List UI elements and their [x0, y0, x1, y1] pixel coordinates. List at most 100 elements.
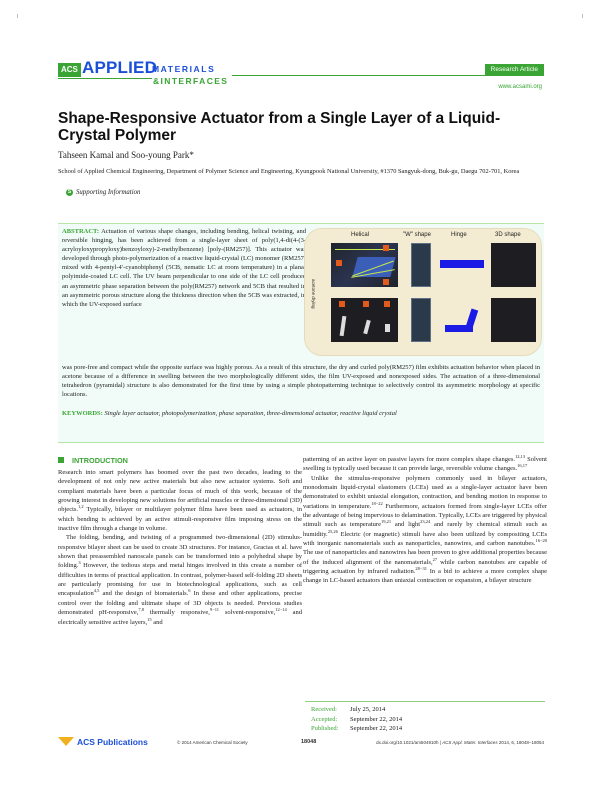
journal-abbrev: ACS Appl. Mater. Interfaces: [442, 740, 498, 745]
helical-photo-top: [331, 243, 398, 287]
citation[interactable]: 19,21: [380, 519, 392, 525]
p1-tail: Typically, bilayer or multilayer polymer…: [58, 506, 302, 533]
citation[interactable]: 12−14: [275, 607, 287, 613]
p2-mid6: and electrically sensitive active layers…: [58, 609, 302, 626]
citation[interactable]: 28−31: [415, 566, 427, 572]
citation[interactable]: 15: [147, 616, 152, 622]
p2-mid5: solvent-responsive,: [224, 609, 276, 617]
received-date: Received: July 25, 2014: [311, 705, 402, 715]
p2-mid: However, the tedious steps and metal hin…: [58, 562, 302, 598]
published-value: September 22, 2014: [350, 725, 403, 732]
p3-text: patterning of an active layer on passive…: [303, 456, 516, 463]
publisher-name: ACS Publications: [77, 737, 148, 747]
citation-info: 2014, 6, 18048−18054: [497, 740, 544, 745]
doi: dx.doi.org/10.1021/am504910h |: [376, 740, 443, 745]
dates-divider: [305, 701, 545, 702]
accepted-label: Accepted:: [311, 715, 338, 723]
label-tag: [384, 301, 390, 307]
header-divider: [232, 75, 542, 76]
w-shape-vial-top: [411, 243, 431, 287]
film-strip: [363, 319, 371, 335]
section-heading-text: INTRODUCTION: [72, 456, 128, 465]
intro-left-column: Research into smart polymers has boomed …: [58, 468, 302, 627]
page-footer: ACS Publications © 2014 American Chemica…: [58, 737, 544, 751]
section-heading-introduction: INTRODUCTION: [58, 456, 128, 465]
published-date: Published: September 22, 2014: [311, 724, 402, 734]
toc-graphic[interactable]: Helical "W" shape Hinge 3D shape acetone…: [304, 228, 542, 356]
label-tag: [383, 245, 389, 251]
p4-h: In a bid to achieve a more complex shape…: [303, 568, 547, 585]
article-title: Shape-Responsive Actuator from a Single …: [58, 110, 501, 144]
doi-citation[interactable]: dx.doi.org/10.1021/am504910h | ACS Appl.…: [376, 740, 544, 745]
p2-text: The folding, bending, and twisting of a …: [58, 534, 302, 570]
citation[interactable]: 27: [432, 556, 438, 562]
citation[interactable]: 6: [188, 588, 191, 594]
abstract-body-1: Actuation of various shape changes, incl…: [62, 228, 306, 308]
toc-side-label: acetone drying: [311, 279, 316, 309]
p2-end: and: [153, 618, 163, 626]
citation[interactable]: 1,2: [78, 504, 84, 510]
copyright: © 2014 American Chemical Society: [177, 740, 248, 745]
3d-shape-photo-top: [491, 243, 536, 287]
citation[interactable]: 16,17: [517, 463, 528, 469]
toc-label-w-shape: "W" shape: [403, 232, 431, 238]
p4-a: Unlike the stimulus-responsive polymers …: [303, 474, 547, 510]
abstract-label: ABSTRACT:: [62, 228, 100, 235]
guide-line: [335, 249, 395, 250]
supporting-info-label: Supporting Information: [76, 189, 141, 197]
intro-paragraph-2: The folding, bending, and twisting of a …: [58, 533, 302, 626]
publication-dates: Received:July 25, 2014 Accepted:Septembe…: [311, 705, 402, 734]
intro-paragraph-4: Unlike the stimulus-responsive polymers …: [303, 474, 547, 586]
citation[interactable]: 9−11: [209, 607, 220, 613]
citation[interactable]: 3: [78, 560, 81, 566]
journal-website-link[interactable]: www.acsami.org: [498, 84, 542, 90]
label-tag: [336, 260, 342, 266]
logo-underline: [58, 78, 152, 79]
citation[interactable]: 7,8: [138, 607, 144, 613]
abstract-text-wrapped: ABSTRACT: Actuation of various shape cha…: [62, 227, 306, 309]
logo-acs: ACS: [58, 63, 81, 77]
intro-paragraph-1: Research into smart polymers has boomed …: [58, 468, 302, 533]
crop-mark: [582, 14, 586, 18]
logo-interfaces: &INTERFACES: [153, 76, 229, 86]
acs-publications-logo[interactable]: ACS Publications: [58, 737, 148, 747]
label-tag: [383, 279, 389, 285]
p2-mid2: and the design of biomaterials.: [102, 590, 189, 598]
citation[interactable]: 12,13: [515, 454, 526, 459]
citation[interactable]: 23,24: [420, 519, 431, 525]
3d-shape-photo-bottom: [491, 298, 536, 342]
citation[interactable]: 4,5: [93, 588, 100, 594]
toc-label-helical: Helical: [351, 232, 370, 238]
acs-logo-icon: [58, 737, 74, 747]
helical-photo-bottom: [331, 298, 398, 342]
p4-c: and light: [394, 521, 421, 529]
journal-logo[interactable]: ACS APPLIED MATERIALS &INTERFACES: [58, 58, 229, 90]
received-value: July 25, 2014: [350, 706, 386, 713]
journal-header: ACS APPLIED MATERIALS &INTERFACES Resear…: [58, 58, 544, 102]
label-tag: [363, 301, 369, 307]
accepted-date: Accepted:September 22, 2014: [311, 715, 402, 725]
logo-applied: APPLIED: [82, 58, 158, 77]
film-strip: [385, 324, 390, 332]
received-label: Received:: [311, 706, 337, 713]
p4-f: The use of nanoparticles and nanowires h…: [303, 549, 547, 566]
author-affiliation: School of Applied Chemical Engineering, …: [58, 168, 520, 175]
p4-b: Furthermore, actuators formed from singl…: [303, 502, 548, 529]
p3-text-b: Solvent swelling is typically used becau…: [303, 456, 547, 473]
page-number: 18048: [301, 739, 317, 745]
hinge-bent-horizontal: [445, 325, 473, 332]
abstract-text-full: was pore-free and compact while the oppo…: [62, 364, 540, 399]
published-label: Published:: [311, 725, 339, 732]
p2-mid3: In these and other applications, precise…: [58, 590, 303, 617]
citation[interactable]: 16−20: [535, 538, 547, 544]
toc-label-3d-shape: 3D shape: [495, 232, 521, 238]
p4-g: while carbon nanotubes are capable of tr…: [303, 558, 547, 576]
toc-label-hinge: Hinge: [451, 232, 467, 238]
intro-right-column: patterning of an active layer on passive…: [303, 454, 547, 586]
crop-mark: [14, 14, 18, 18]
citation[interactable]: 18−22: [371, 500, 383, 506]
keywords-label: KEYWORDS:: [62, 410, 103, 417]
p1-text: Research into smart polymers has boomed …: [58, 469, 302, 514]
citation[interactable]: 25,26: [327, 528, 338, 534]
